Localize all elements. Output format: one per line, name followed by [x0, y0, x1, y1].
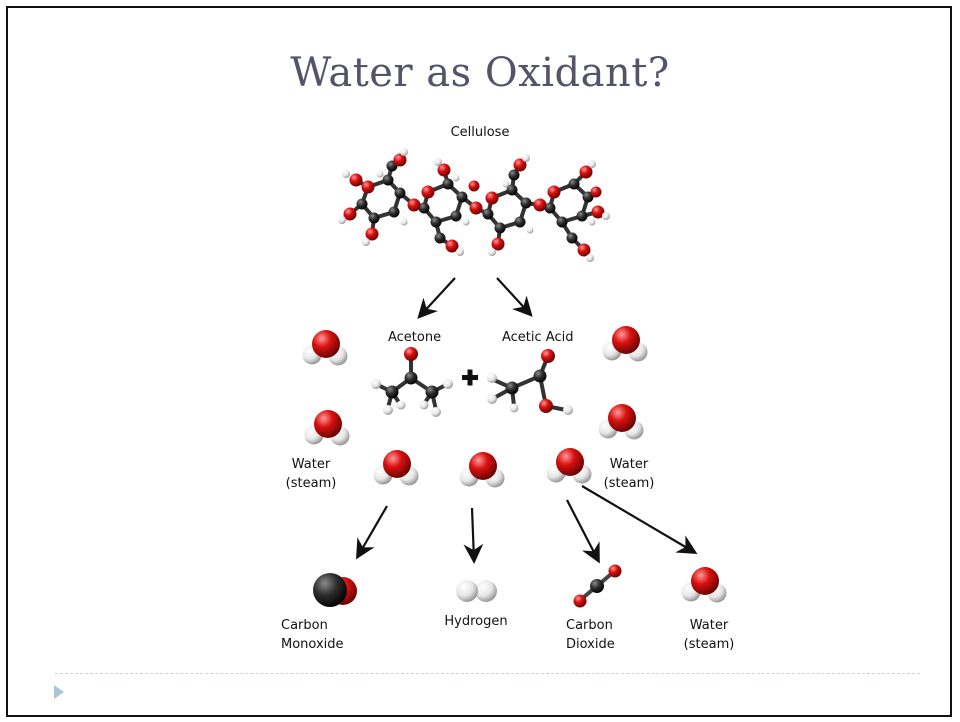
water-molecule-bottom-2: [459, 452, 505, 488]
arrow-to-water-product: [581, 485, 698, 555]
acetone-molecule: [371, 347, 453, 417]
acetic-acid-molecule: [487, 349, 573, 415]
acetone-label: Acetone: [388, 330, 442, 345]
water-molecule-mid-right: [598, 404, 644, 440]
carbon-dioxide-label-line1: Carbon: [566, 618, 613, 633]
carbon-dioxide-molecule: [573, 564, 622, 608]
water-molecule-bottom-3: [546, 448, 592, 484]
water-molecule-top-left: [302, 330, 348, 366]
acetic-acid-label: Acetic Acid: [502, 330, 574, 345]
water-molecule-top-right: [602, 326, 648, 362]
carbon-monoxide-molecule: [313, 573, 357, 607]
water-right-label: Water (steam): [594, 455, 664, 493]
carbon-dioxide-label-line2: Dioxide: [566, 637, 615, 652]
plus-sign: [462, 369, 478, 386]
water-product-label-line2: (steam): [683, 637, 735, 652]
water-product-molecule: [681, 567, 727, 603]
hydrogen-molecule: [456, 580, 497, 602]
slide-title: Water as Oxidant?: [290, 50, 670, 96]
water-left-label-line2: (steam): [285, 476, 337, 491]
arrow-to-carbon-dioxide: [566, 499, 600, 564]
cellulose-label: Cellulose: [450, 125, 510, 140]
arrow-to-hydrogen: [463, 507, 484, 564]
water-right-label-line2: (steam): [603, 476, 655, 491]
carbon-dioxide-label: Carbon Dioxide: [566, 616, 615, 654]
hydrogen-label: Hydrogen: [444, 614, 508, 629]
water-molecule-bottom-1: [373, 450, 419, 486]
carbon-monoxide-label: Carbon Monoxide: [281, 616, 344, 654]
water-molecule-mid-left: [304, 410, 350, 446]
carbon-monoxide-label-line2: Monoxide: [281, 637, 344, 652]
cellulose-molecule: [338, 148, 610, 262]
arrow-to-acetic-acid: [496, 277, 533, 317]
carbon-monoxide-label-line1: Carbon: [281, 618, 328, 633]
water-product-label-line1: Water: [689, 618, 729, 633]
footer-divider: [55, 673, 920, 674]
arrow-to-carbon-monoxide: [356, 505, 388, 560]
footer-triangle-icon: [54, 685, 64, 699]
water-product-label: Water (steam): [674, 616, 744, 654]
water-left-label: Water (steam): [276, 455, 346, 493]
water-left-label-line1: Water: [291, 457, 331, 472]
water-right-label-line1: Water: [609, 457, 649, 472]
arrow-to-acetone: [417, 277, 456, 319]
